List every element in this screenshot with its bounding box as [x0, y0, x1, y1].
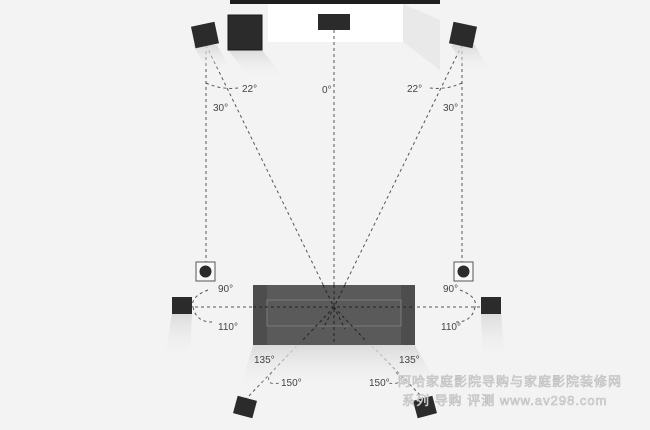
watermark-line-1: 阿哈家庭影院导购与家庭影院装修网 — [398, 374, 622, 389]
label-rear-right-inner: 135° — [399, 355, 420, 366]
label-rear-left-inner: 135° — [254, 355, 275, 366]
label-side-left-upper: 90° — [218, 284, 233, 295]
rear-left-speaker — [233, 395, 257, 419]
sofa-overlay-lines — [253, 284, 415, 345]
front-right-line — [333, 44, 463, 308]
subwoofer — [227, 14, 284, 78]
label-side-right-upper: 90° — [443, 284, 458, 295]
label-front-right-outer: 30° — [443, 103, 458, 114]
front-right-speaker — [448, 21, 490, 72]
side-left-speaker — [165, 297, 192, 360]
arc-side-left-upper — [192, 289, 209, 308]
side-right-speaker — [481, 297, 505, 360]
arc-side-right-lower — [455, 306, 476, 323]
right-ceiling-speaker — [453, 261, 474, 282]
left-ceiling-speaker — [195, 261, 216, 282]
center-speaker — [318, 14, 350, 30]
watermark-line-2: 系列 导购 评测 www.av298.com — [402, 393, 608, 408]
label-front-left-inner: 22° — [242, 84, 257, 95]
label-side-left-lower: 110° — [218, 322, 238, 333]
label-rear-left-outer: 150° — [281, 378, 302, 389]
label-front-right-inner: 22° — [407, 84, 422, 95]
front-left-speaker — [190, 21, 232, 72]
label-center-angle: 0° — [322, 85, 332, 96]
arc-front-left — [205, 82, 239, 89]
label-rear-right-outer: 150° — [369, 378, 390, 389]
front-left-line — [205, 44, 335, 308]
arc-front-right — [429, 82, 463, 89]
rear-right-speaker — [413, 395, 437, 419]
arc-side-right-upper — [459, 289, 476, 308]
arc-side-left-lower — [192, 306, 213, 323]
label-side-right-lower: 110° — [441, 322, 461, 333]
tv-screen — [230, 0, 440, 70]
label-front-left-outer: 30° — [213, 103, 228, 114]
